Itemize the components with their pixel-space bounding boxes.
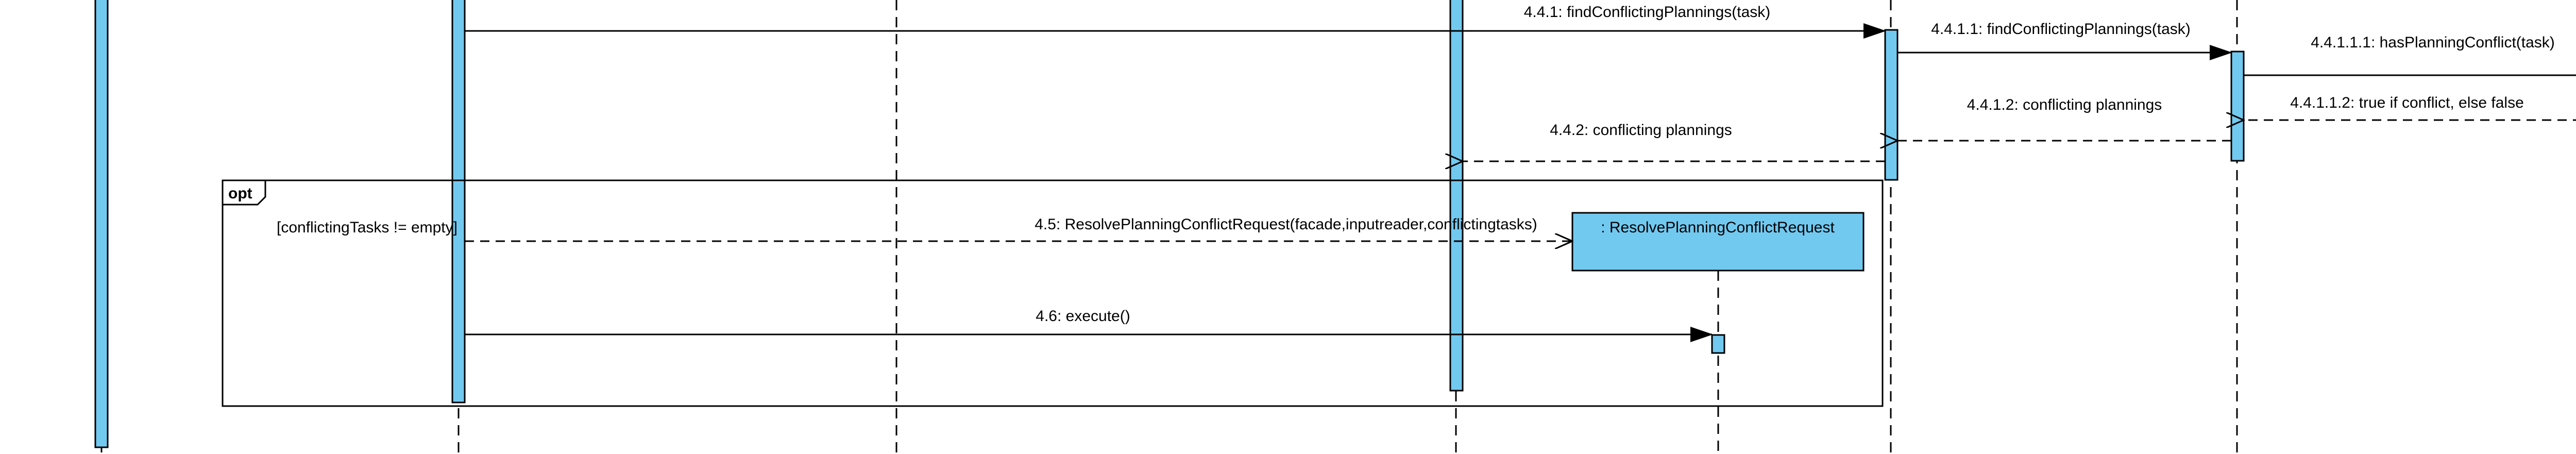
activation-bar-1 bbox=[94, 0, 109, 448]
opt-fragment-frame bbox=[222, 179, 1884, 407]
message-4.4.2-label: 4.4.2: conflicting plannings bbox=[1550, 122, 1732, 139]
activation-bar-2 bbox=[451, 0, 466, 403]
message-4.4.1.1-label: 4.4.1.1: findConflictingPlannings(task) bbox=[1931, 21, 2191, 38]
message-4.4.1-label: 4.4.1: findConflictingPlannings(task) bbox=[1524, 4, 1771, 21]
opt-fragment-operator: opt bbox=[228, 185, 252, 202]
activation-bar-4 bbox=[1449, 0, 1464, 392]
opt-fragment-tab bbox=[222, 179, 266, 206]
activation-bar-6 bbox=[2230, 51, 2245, 162]
created-object-name: : ResolvePlanningConflictRequest bbox=[1601, 219, 1835, 236]
message-4.4.1.1.2-label: 4.4.1.1.2: true if conflict, else false bbox=[2290, 94, 2524, 111]
message-4.6-label: 4.6: execute() bbox=[1036, 308, 1130, 325]
message-4.4.1.2-label: 4.4.1.2: conflicting plannings bbox=[1967, 96, 2162, 113]
opt-fragment-guard: [conflictingTasks != empty] bbox=[277, 219, 457, 236]
activation-bar-5 bbox=[1884, 29, 1899, 181]
message-4.5-label: 4.5: ResolvePlanningConflictRequest(faca… bbox=[1035, 216, 1537, 233]
message-4.4.1.1.1-label: 4.4.1.1.1: hasPlanningConflict(task) bbox=[2311, 34, 2555, 51]
activation-bar-created-object bbox=[1711, 334, 1725, 354]
